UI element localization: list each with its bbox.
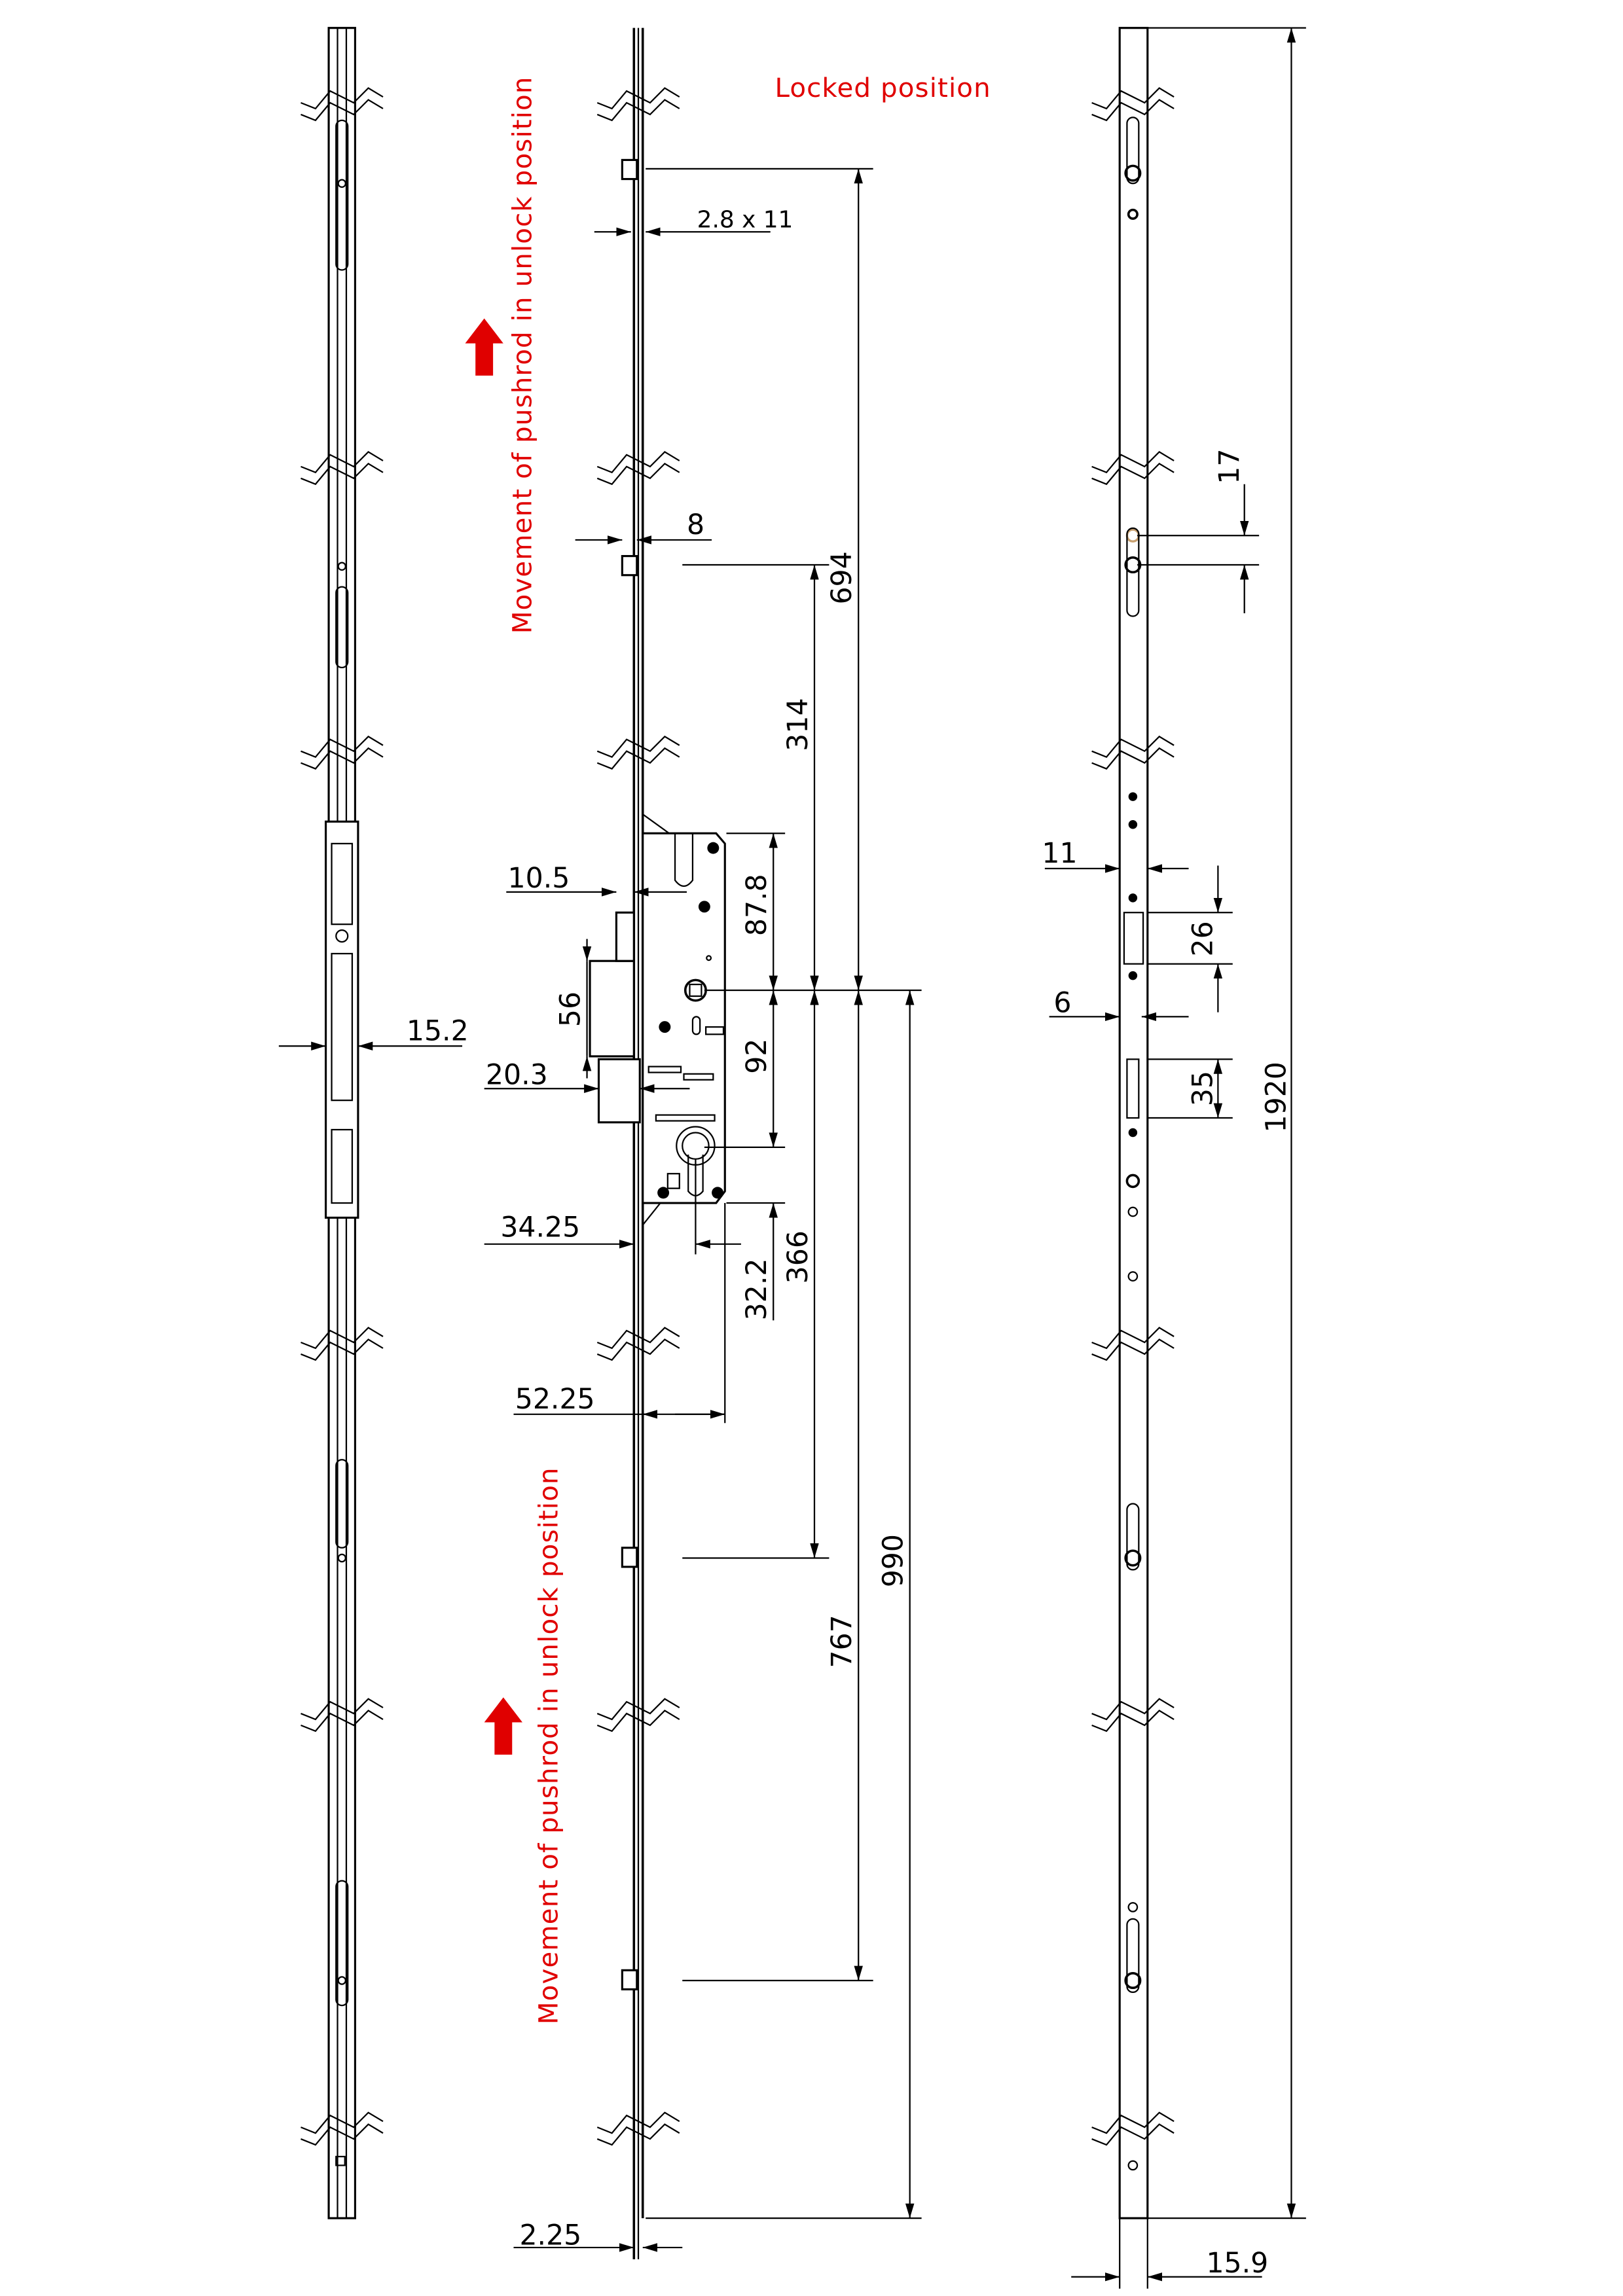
break-mark [1091,462,1175,486]
break-mark [596,99,680,122]
break-mark [301,451,384,474]
break-mark [301,2111,384,2134]
dim-990: 990 [877,1534,909,1587]
break-mark [301,1327,384,1350]
dim-34-25: 34.25 [500,1211,580,1244]
dim-32-2: 32.2 [740,1259,773,1321]
left-rail-lockcase [325,820,359,1219]
dim-10-5: 10.5 [508,862,570,895]
break-mark [1091,747,1175,770]
left-rail-view [325,27,359,2219]
break-mark [596,451,680,474]
break-mark [1091,1327,1175,1350]
dim-767: 767 [826,1615,858,1668]
dim-20-3: 20.3 [486,1058,548,1091]
hook-bolt [589,911,635,1058]
dim-8: 8 [687,509,704,541]
break-mark [596,462,680,486]
dimension-lines [278,27,1306,2289]
break-mark [1091,99,1175,122]
left-rail-slots [335,119,349,2166]
right-rail-view [1118,27,1149,2219]
break-mark [301,99,384,122]
dim-26: 26 [1186,921,1219,956]
middle-rail-view [589,27,726,2259]
dim-1920: 1920 [1260,1062,1292,1132]
break-mark [1091,451,1175,474]
break-mark [1091,2111,1175,2134]
arrow-up-icon [465,318,503,376]
break-mark [1091,735,1175,759]
break-mark [1091,87,1175,110]
break-mark [596,1698,680,1721]
break-mark [1091,1710,1175,1732]
break-mark [301,1710,384,1732]
break-mark [1091,1698,1175,1721]
dim-6: 6 [1053,987,1071,1020]
dim-2-25: 2.25 [519,2219,581,2251]
break-mark [301,735,384,759]
break-mark [1091,1338,1175,1361]
break-marks [301,87,1175,2146]
break-mark [596,735,680,759]
break-mark [301,1338,384,1361]
dim-52-25: 52.25 [515,1383,595,1416]
dim-694: 694 [826,551,858,604]
dim-366: 366 [782,1230,814,1283]
movement-annotation-bottom: Movement of pushrod in unlock position [534,1467,564,2024]
dim-15-9: 15.9 [1206,2247,1268,2280]
break-mark [301,462,384,486]
break-mark [596,1338,680,1361]
break-mark [596,747,680,770]
dim-56: 56 [554,992,587,1027]
dim-11: 11 [1042,837,1077,870]
dim-314: 314 [782,698,814,751]
dim-15-2: 15.2 [407,1014,469,1047]
arrow-up-icon [484,1697,522,1755]
locked-position-title: Locked position [775,73,991,103]
break-mark [301,1698,384,1721]
dimension-labels: 2.8 x 11 8 694 314 87.8 92 32.2 366 767 … [407,207,1293,2280]
break-mark [596,1327,680,1350]
right-rail-holes [1123,117,1144,2171]
break-mark [301,2123,384,2146]
dim-35: 35 [1186,1071,1219,1106]
movement-annotation-top: Movement of pushrod in unlock position [507,76,538,634]
latch [597,1058,641,1124]
dim-17: 17 [1213,449,1246,484]
break-mark [301,87,384,110]
break-mark [301,747,384,770]
lock-case [642,812,726,1227]
break-mark [596,1710,680,1732]
dim-92: 92 [740,1039,773,1074]
dim-bolt-section: 2.8 x 11 [697,207,793,234]
break-mark [596,2111,680,2134]
break-mark [1091,2123,1175,2146]
break-mark [596,87,680,110]
break-mark [596,2123,680,2146]
dim-87-8: 87.8 [740,874,773,936]
shoot-bolts [621,158,638,1991]
